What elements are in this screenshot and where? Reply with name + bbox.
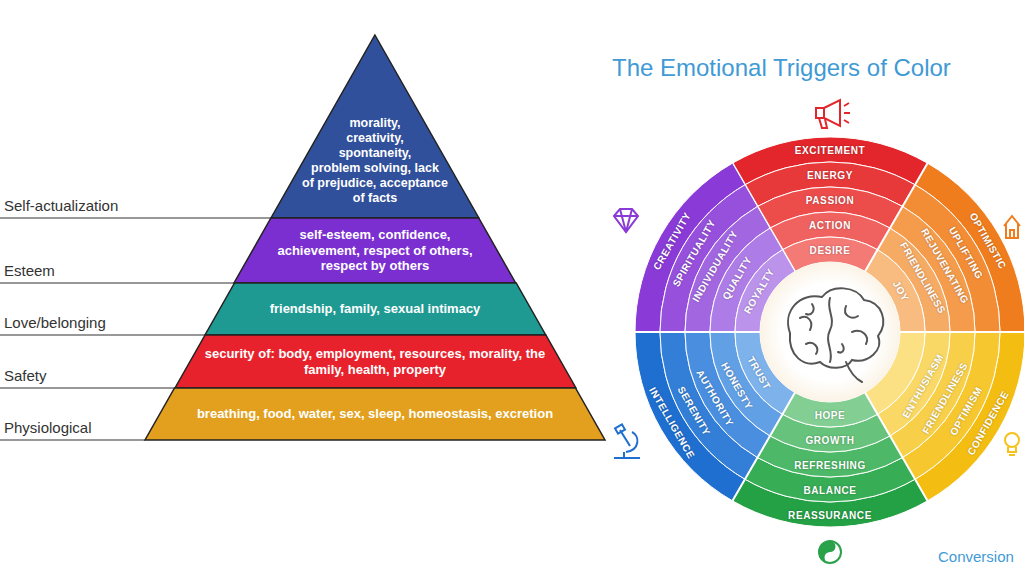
microscope-icon [614, 424, 640, 458]
sector-divider [733, 393, 796, 501]
level-label: Love/belonging [4, 314, 106, 331]
sector-divider [900, 331, 1024, 333]
pyramid-band: friendship, family, sexual intimacy [205, 283, 546, 335]
watermark: Conversion [938, 548, 1014, 565]
wheel-center [760, 262, 900, 402]
emotion-word: REFRESHING [794, 459, 866, 470]
band-fill [175, 335, 576, 388]
pyramid-band: security of: body, employment, resources… [175, 335, 576, 388]
level-label: Safety [4, 367, 47, 384]
emotion-word: REASSURANCE [788, 509, 872, 520]
band-fill [145, 388, 605, 440]
emotion-word: ACTION [809, 219, 851, 230]
pyramid-band: breathing, food, water, sex, sleep, home… [145, 388, 605, 440]
emotion-word: PASSION [806, 194, 854, 205]
emotion-word: ENERGY [807, 169, 853, 180]
level-label: Physiological [4, 419, 92, 436]
megaphone-icon [816, 100, 850, 128]
yin-yang-icon [819, 541, 841, 563]
level-label: Esteem [4, 262, 55, 279]
band-fill [205, 283, 546, 335]
pyramid-band: self-esteem, confidence, achievement, re… [234, 218, 516, 283]
emotion-word: DESIRE [810, 244, 851, 255]
band-fill [234, 218, 516, 283]
emotion-word: HOPE [815, 409, 846, 420]
sector-divider [865, 163, 928, 271]
chart-title: The Emotional Triggers of Color [612, 54, 951, 82]
emotion-word: BALANCE [803, 484, 856, 495]
band-fill [271, 35, 479, 218]
band-text: breathing, food, water, sex, sleep, home… [145, 388, 605, 422]
color-wheel [635, 137, 1024, 527]
bulb-icon [1005, 433, 1019, 455]
level-label: Self-actualization [4, 197, 118, 214]
sector-divider [635, 331, 760, 333]
emotion-word: ROYALTY [741, 266, 776, 315]
emotion-word: QUALITY [720, 255, 754, 302]
diamond-icon [614, 209, 638, 232]
band-text: security of: body, employment, resources… [175, 335, 576, 377]
emotion-word: JOY [891, 279, 911, 303]
band-text: morality, creativity, spontaneity, probl… [271, 35, 479, 206]
pyramid-band: morality, creativity, spontaneity, probl… [271, 35, 479, 218]
house-icon [1004, 216, 1020, 238]
emotion-word: GROWTH [805, 434, 854, 445]
emotion-word: EXCITEMENT [795, 144, 865, 155]
band-text: self-esteem, confidence, achievement, re… [234, 218, 516, 274]
emotion-word: TRUST [745, 355, 773, 392]
brain-icon [788, 288, 883, 382]
sector-divider [865, 393, 928, 501]
band-text: friendship, family, sexual intimacy [205, 283, 546, 317]
